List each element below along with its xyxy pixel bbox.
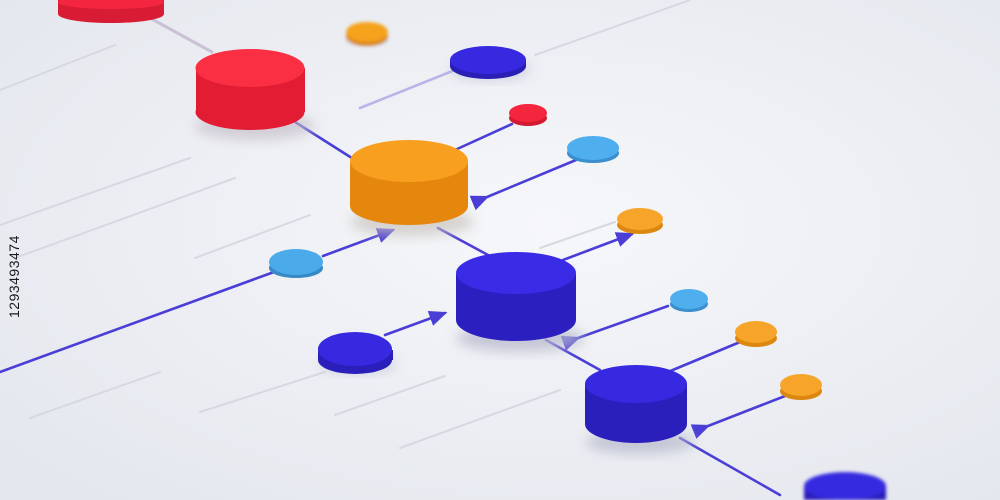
node-blue-4 [804,472,886,500]
node-orange-small-2 [617,208,663,234]
guide-lines [0,0,691,449]
node-orange-main [350,140,474,236]
node-blue-main [456,252,584,352]
node-light-blue-3 [670,289,708,312]
node-light-blue-1 [567,136,619,163]
nodes [58,0,886,500]
connector-lines [0,16,787,497]
node-orange-small-3 [735,321,777,347]
node-orange-small-1 [345,22,389,47]
node-red-small [509,104,547,126]
node-blue-1 [450,46,530,80]
node-light-blue-2 [269,249,323,278]
node-orange-small-4 [780,374,822,400]
node-blue-3 [585,365,694,454]
node-blue-2 [318,332,396,374]
node-red-top [58,0,164,23]
stock-id-label: 1293493474 [6,235,22,318]
node-red-main [195,49,315,140]
